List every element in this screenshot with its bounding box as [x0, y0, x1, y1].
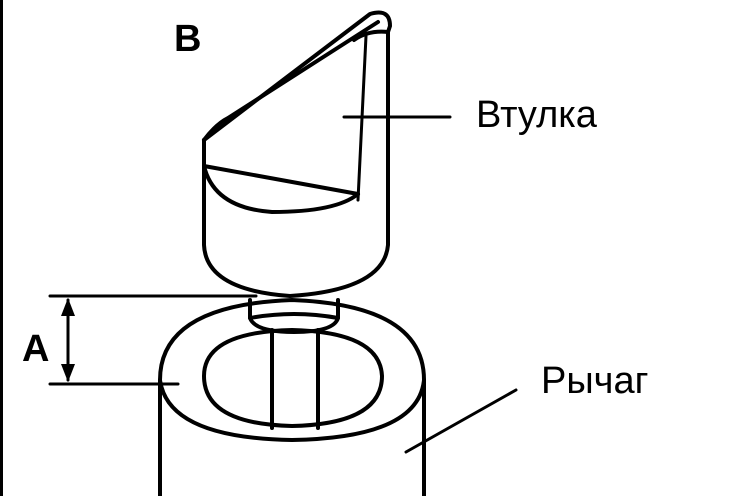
sleeve-chamfer-inner: [202, 20, 380, 142]
sleeve-cut-line: [202, 164, 360, 196]
dimension-a-arrow-up: [61, 298, 75, 316]
lever-ring-inner-ellipse: [202, 328, 384, 428]
sleeve-chamfer-top: [202, 10, 392, 142]
sleeve-outline: [202, 30, 390, 298]
lever-leader-line: [404, 388, 518, 454]
shaft: [248, 298, 340, 430]
lever-body: [158, 298, 426, 496]
lever-label: Рычаг: [541, 360, 649, 402]
dimension-a: [48, 294, 258, 386]
sleeve: [202, 10, 392, 298]
sleeve-label: Втулка: [476, 94, 597, 136]
shaft-collar-band: [248, 312, 340, 320]
shaft-collar: [248, 298, 340, 334]
sleeve-cut-curve: [202, 164, 360, 214]
dimension-label: A: [22, 328, 50, 370]
sleeve-tip-edge: [352, 29, 390, 42]
dimension-a-arrow-down: [61, 364, 75, 382]
view-label: B: [174, 18, 202, 60]
lever-top-outer-ellipse-front: [158, 378, 426, 442]
lever-top-outer-ellipse-back: [158, 298, 426, 382]
